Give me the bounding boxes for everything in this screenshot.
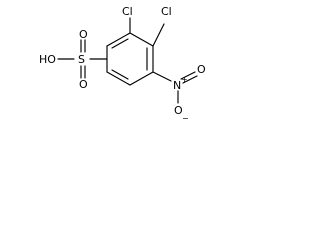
nitrogen-label: N <box>173 79 181 92</box>
sulfur-label: S <box>78 53 85 66</box>
chlorine-label-1: Cl <box>122 5 133 18</box>
ring-inner-double-bond-3 <box>111 69 129 80</box>
ring-bond-c4-c5 <box>129 71 154 86</box>
sulfonyl-oxygen-bottom-label: O <box>79 78 88 91</box>
hydroxyl-label: HO <box>39 53 56 66</box>
benzene-ring <box>106 32 154 86</box>
bond-carbon-nitrogen <box>152 71 172 82</box>
bond-nitrogen-oxygen-double-a <box>180 71 196 80</box>
nitro-oxygen-double-label: O <box>197 63 206 76</box>
ring-bond-c5-c6 <box>106 71 131 86</box>
nitrogen-charge-label: + <box>181 75 188 84</box>
chemical-structure-diagram: Cl Cl S HO O O N + O O − <box>39 5 206 123</box>
ring-inner-double-bond-1 <box>111 38 129 49</box>
chlorine-label-2: Cl <box>161 5 172 18</box>
nitro-oxygen-charge-label: − <box>182 114 189 123</box>
ring-bond-c2-c3 <box>129 32 154 47</box>
nitro-oxygen-single-label: O <box>174 104 183 117</box>
bond-chlorine-2 <box>152 23 165 47</box>
sulfonyl-oxygen-top-label: O <box>79 28 88 41</box>
ring-bond-c1-c2 <box>106 32 131 47</box>
bond-nitrogen-oxygen-double-b <box>182 75 198 84</box>
